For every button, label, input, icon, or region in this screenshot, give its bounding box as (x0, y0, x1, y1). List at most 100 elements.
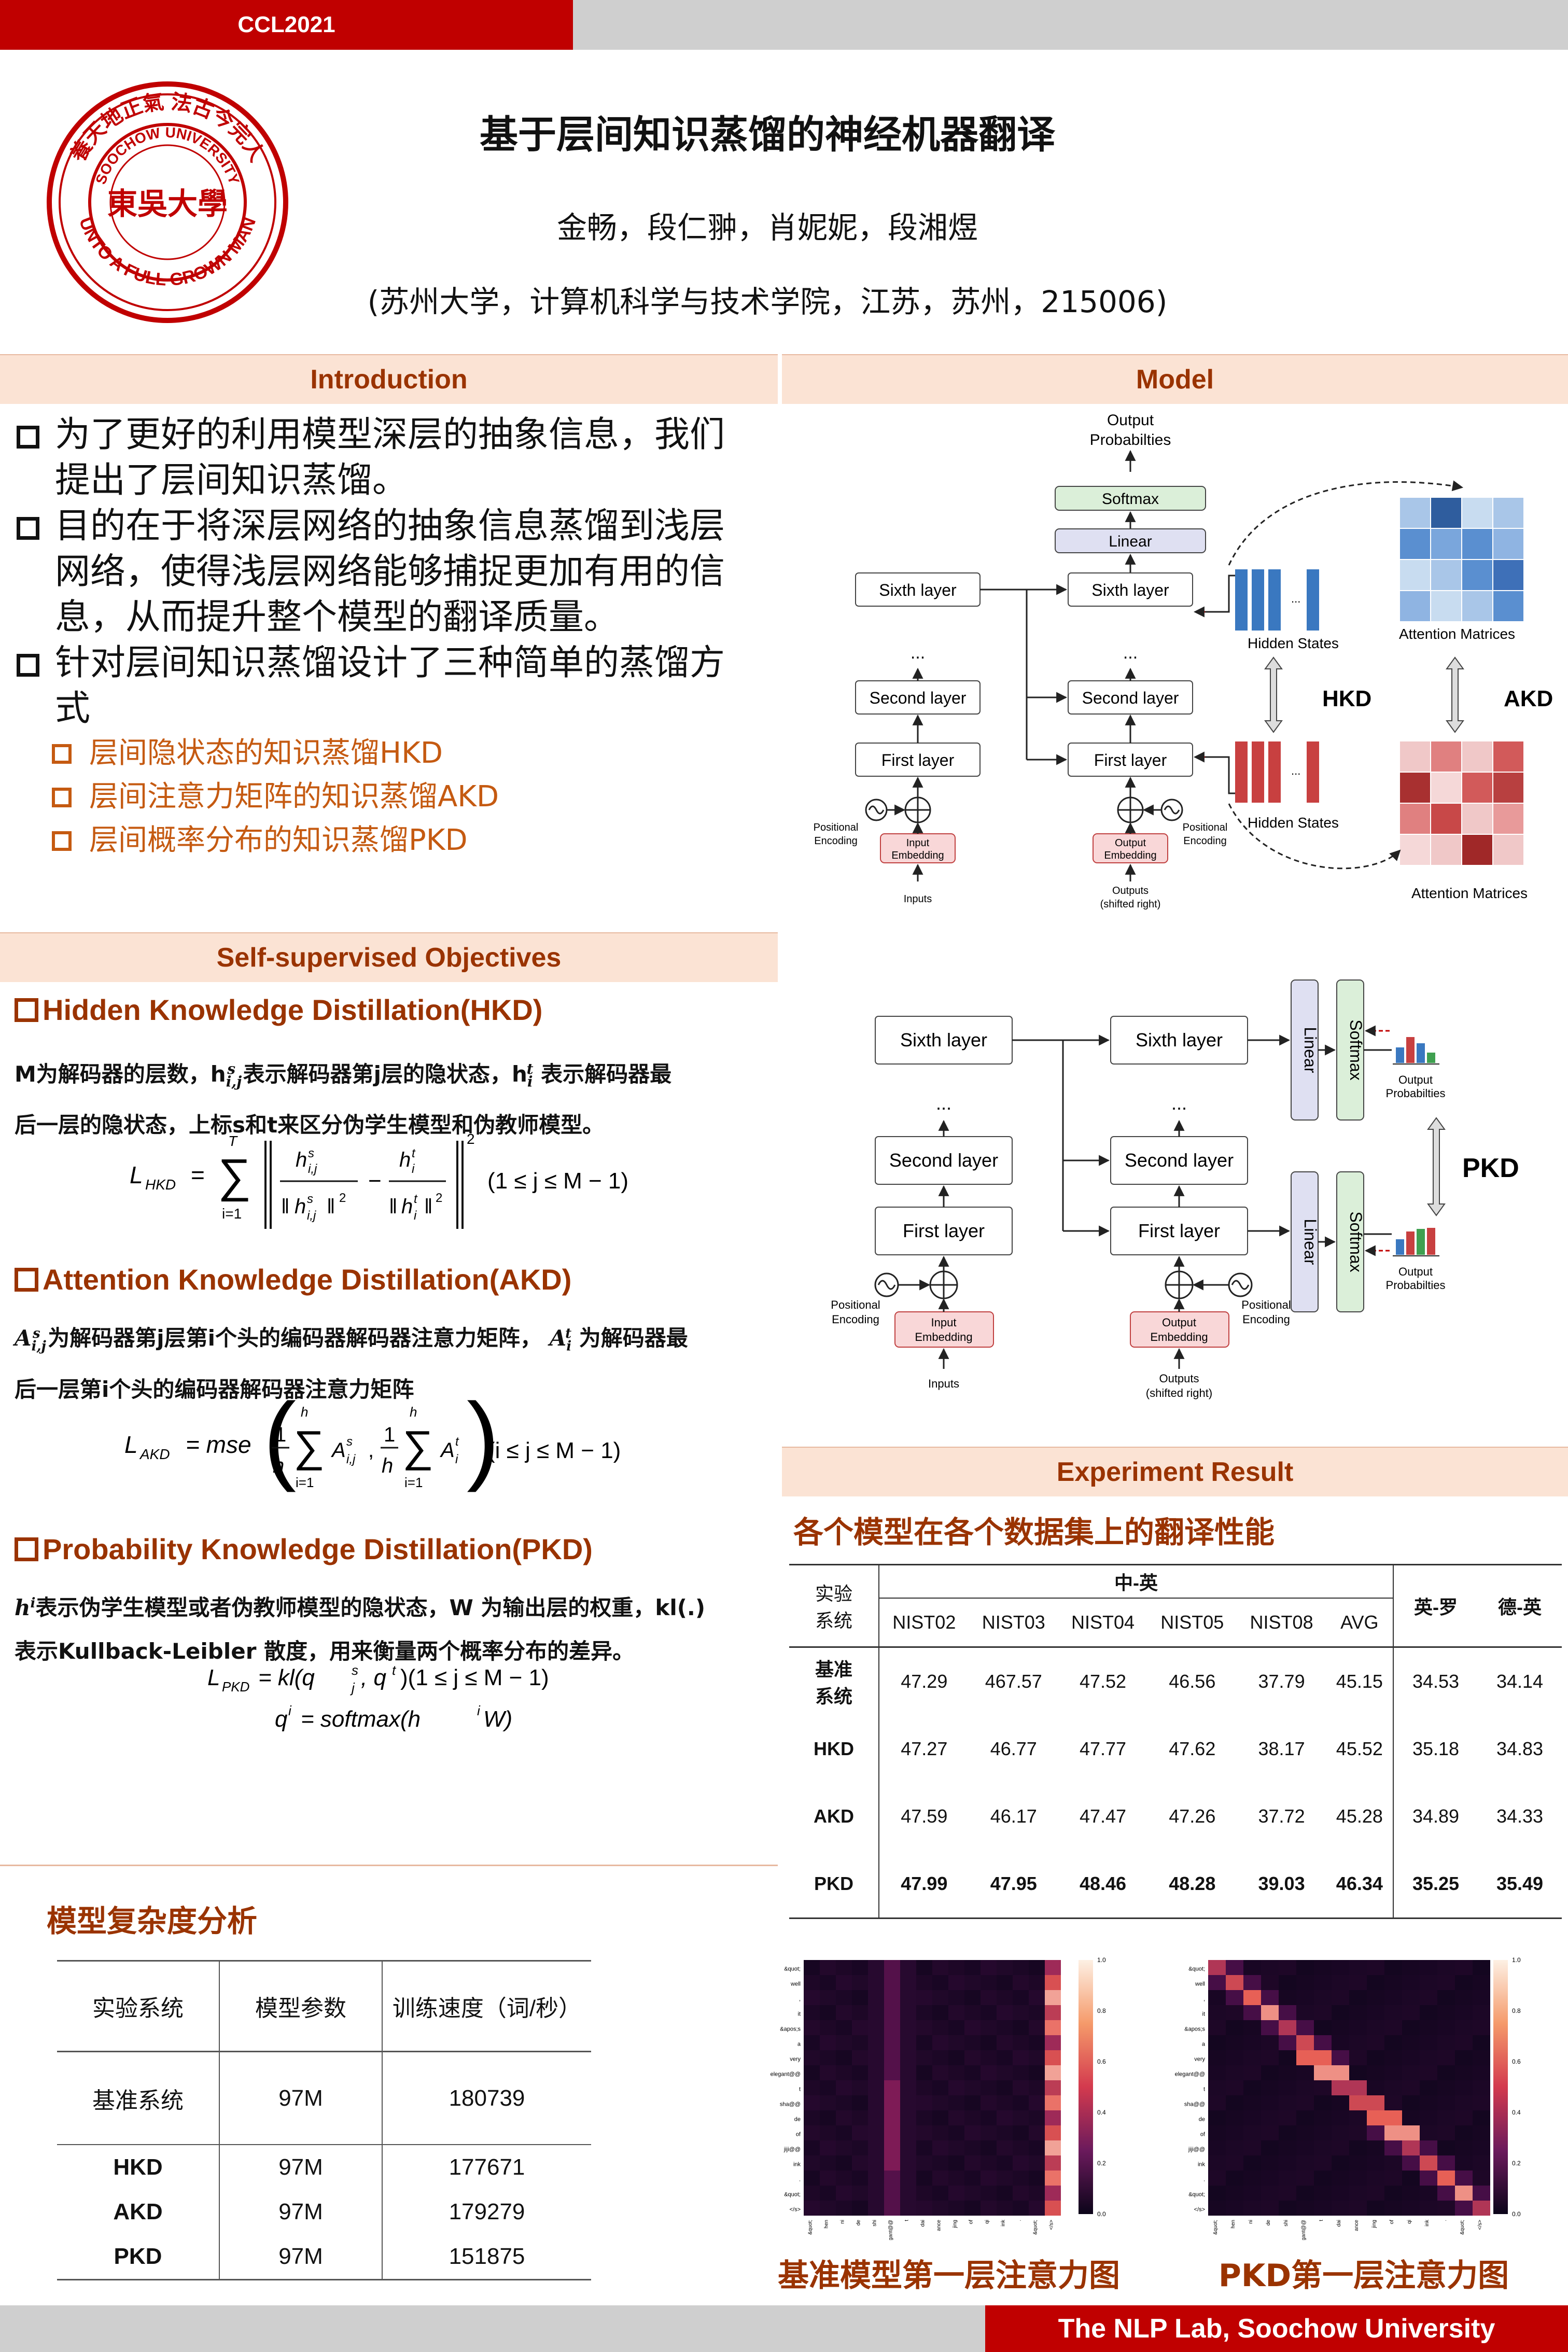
heatmap-cell (1243, 2050, 1261, 2065)
heatmap-cell (932, 2065, 948, 2080)
heatmap-cell (804, 2080, 820, 2095)
heatmap-cell (1420, 2095, 1437, 2110)
heatmap-cell (1455, 2125, 1473, 2140)
svg-text:Probabilties: Probabilties (1386, 1279, 1446, 1292)
heatmap-cell (916, 2065, 932, 2080)
heatmap-x-label: ni (840, 2220, 846, 2224)
heatmap-cell (1473, 2110, 1490, 2125)
heatmap-x-label: </s> (1049, 2220, 1055, 2230)
heatmap-cell (820, 2155, 836, 2171)
heatmap-cell (981, 2065, 997, 2080)
heatmap-cell (900, 2171, 916, 2186)
heatmap-cell (981, 1975, 997, 1990)
akd-heading: Attention Knowledge Distillation(AKD) (15, 1263, 571, 1296)
heatmap-y-label: . (799, 2176, 801, 2182)
heatmap-cell (1226, 2050, 1243, 2065)
heatmap-y-label: elegant@@ (771, 2071, 801, 2077)
heatmap-cell (1029, 2095, 1045, 2110)
heatmap-cell (1473, 2080, 1490, 2095)
heatmap-x-label: ink (1424, 2219, 1430, 2227)
hkd-formula: L HKD = ∑ T i=1 h i,j s ‖ h i,j s ‖ 2 − … (130, 1131, 628, 1229)
heatmap-cell (997, 2110, 1013, 2125)
heatmap-cell (1013, 2035, 1029, 2050)
svg-text:1: 1 (384, 1423, 395, 1446)
checkbox-icon (52, 744, 72, 764)
heatmap-cell (1208, 2125, 1226, 2140)
svg-text:∑: ∑ (218, 1150, 251, 1202)
heatmap-cell (916, 2020, 932, 2035)
heatmap-cell (1384, 2035, 1402, 2050)
heatmap-cell (916, 2095, 932, 2110)
svg-text:i=1: i=1 (404, 1475, 423, 1490)
svg-text:L: L (124, 1431, 138, 1458)
authors: 金畅，段仁翀，肖妮妮，段湘煜 (556, 210, 978, 245)
logo-seal: 東吳大學 (107, 187, 228, 221)
colorbar-tick: 1.0 (1512, 1956, 1521, 1964)
heatmap-cell (1314, 2020, 1332, 2035)
svg-text:i: i (414, 1209, 417, 1223)
heatmap-cell (1367, 2020, 1384, 2035)
heatmap-cell (884, 1960, 900, 1975)
heatmap-cell (1013, 2050, 1029, 2065)
heatmap-cell (1013, 2005, 1029, 2020)
heatmap-cell (1296, 2110, 1314, 2125)
heatmap-cell (1455, 1960, 1473, 1975)
divider (0, 1865, 778, 1866)
svg-text:HKD: HKD (145, 1177, 176, 1193)
heatmap-cell (820, 2035, 836, 2050)
heatmap-cell (981, 2140, 997, 2155)
heatmap-x-label: qi (1407, 2220, 1412, 2224)
heatmap-cell (1473, 2155, 1490, 2171)
svg-text:j: j (350, 1680, 355, 1696)
heatmap-cell (1261, 2201, 1279, 2216)
heatmap-cell (820, 2095, 836, 2110)
heatmap-cell (820, 1960, 836, 1975)
svg-text:Inputs: Inputs (928, 1377, 959, 1390)
heatmap-cell (1261, 2140, 1279, 2155)
heatmap-x-label: &quot; (808, 2220, 814, 2235)
footer-lab: The NLP Lab, Soochow University (985, 2305, 1568, 2352)
heatmap-x-label: hen (1230, 2220, 1236, 2229)
heatmap-x-label: . (1442, 2220, 1448, 2221)
table-row: AKD 97M 179279 (57, 2190, 591, 2234)
heatmap-cell (1473, 1975, 1490, 1990)
heatmap-cell (1261, 2171, 1279, 2186)
heatmap-cell (981, 2155, 997, 2171)
heatmap-y-label: well (1195, 1981, 1205, 1987)
heatmap-cell (1402, 2065, 1420, 2080)
heatmap-cell (1261, 1960, 1279, 1975)
heatmap-cell (1473, 2186, 1490, 2201)
heatmap-cell (1455, 2020, 1473, 2035)
heatmap-cell (1279, 1960, 1296, 1975)
heatmap-cell (836, 1975, 852, 1990)
svg-text:h: h (399, 1149, 411, 1171)
heatmap-cell (1045, 2110, 1061, 2125)
heatmap-cell (1029, 2020, 1045, 2035)
heatmap-cell (884, 2080, 900, 2095)
heatmap-cell (836, 2095, 852, 2110)
heatmap-cell (804, 2155, 820, 2171)
heatmap-cell (868, 2110, 884, 2125)
heatmap-cell (1279, 2155, 1296, 2171)
svg-text:A: A (440, 1439, 455, 1462)
heatmap-cell (1296, 2186, 1314, 2201)
heatmap-cell (868, 2155, 884, 2171)
intro-item-2: 目的在于将深层网络的抽象信息蒸馏到浅层 网络，使得浅层网络能够捕捉更加有用的信 … (17, 503, 774, 640)
heatmap-cell (1349, 2065, 1367, 2080)
heatmap-cell (1045, 2140, 1061, 2155)
heatmap-cell (1349, 1960, 1367, 1975)
heatmap-cell (1455, 2155, 1473, 2171)
heatmap-cell (1226, 2201, 1243, 2216)
heatmap-cell (836, 2155, 852, 2171)
heatmap-cell (1296, 1990, 1314, 2005)
conference-label: CCL2021 (237, 12, 335, 37)
heatmap-cell (1208, 2080, 1226, 2095)
heatmap-cell (1314, 2201, 1332, 2216)
heatmap-cell (916, 1990, 932, 2005)
svg-text:Embedding: Embedding (915, 1331, 972, 1343)
heatmap-cell (1279, 2095, 1296, 2110)
heatmap-cell (820, 1990, 836, 2005)
heatmap-cell (852, 2050, 868, 2065)
heatmap-cell (916, 2110, 932, 2125)
heatmap-cell (948, 2186, 964, 2201)
